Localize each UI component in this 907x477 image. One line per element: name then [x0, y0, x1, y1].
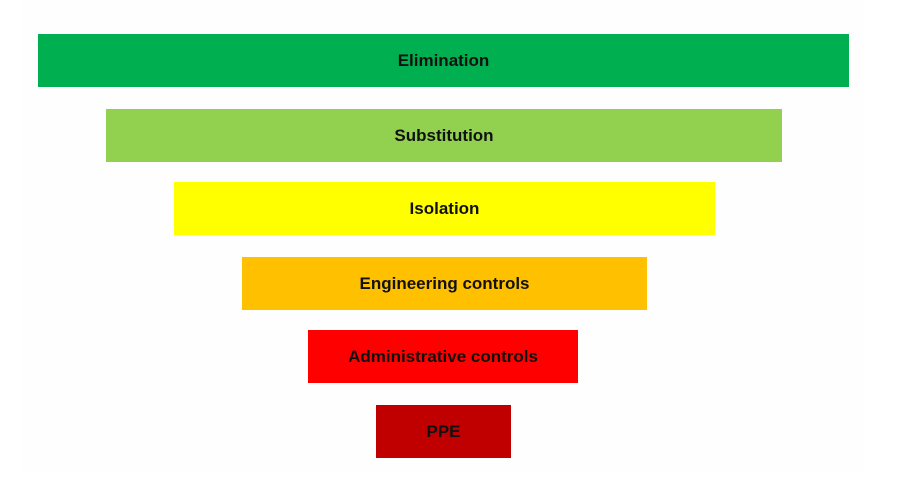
level-ppe: PPE: [376, 405, 511, 458]
level-label: Engineering controls: [359, 273, 530, 293]
level-administrative-controls: Administrative controls: [308, 330, 578, 383]
level-label: Elimination: [397, 50, 490, 70]
level-isolation: Isolation: [174, 182, 715, 235]
level-label: Isolation: [409, 198, 480, 218]
level-elimination: Elimination: [38, 34, 849, 87]
level-label: Substitution: [394, 125, 494, 145]
level-substitution: Substitution: [106, 109, 782, 162]
level-label: PPE: [426, 421, 461, 441]
level-engineering-controls: Engineering controls: [242, 257, 647, 310]
level-label: Administrative controls: [348, 346, 538, 366]
